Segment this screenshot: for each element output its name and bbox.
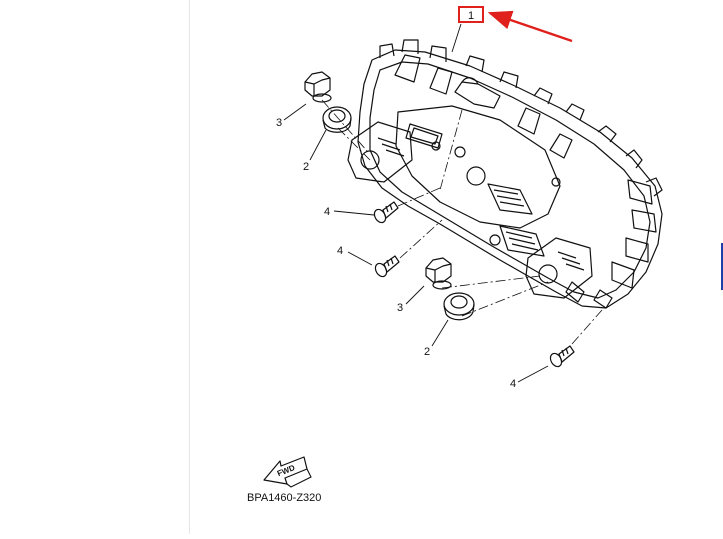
- callout-part-3-upper: 3: [276, 117, 282, 129]
- left-blank-pane: [0, 0, 189, 534]
- drawing-code: BPA1460-Z320: [247, 492, 321, 504]
- upper-grommet: [322, 106, 352, 133]
- callout-part-2-upper: 2: [303, 161, 309, 173]
- callout-part-3-lower: 3: [397, 302, 403, 314]
- upper-screw: [373, 201, 399, 224]
- lower-flange-bolt: [425, 257, 452, 290]
- callout-labels: 1 3 2 4 4 3 2 4: [276, 6, 516, 390]
- callout-part-4-middle: 4: [337, 245, 343, 257]
- leader-lines: [283, 23, 549, 383]
- fwd-arrow-icon: FWD: [263, 456, 312, 488]
- callout-part-4-lower: 4: [510, 378, 516, 390]
- lower-screw: [549, 345, 575, 368]
- middle-screw: [374, 255, 400, 278]
- callout-part-4-upper: 4: [324, 206, 330, 218]
- scroll-indicator[interactable]: [721, 243, 723, 290]
- meter-assembly: [347, 39, 663, 309]
- lower-grommet: [443, 292, 475, 321]
- callout-part-1: 1: [468, 10, 474, 22]
- callout-part-2-lower: 2: [424, 346, 430, 358]
- pane-divider: [189, 0, 190, 534]
- red-pointer-arrow: [487, 10, 573, 43]
- upper-flange-bolt: [304, 71, 332, 103]
- part-1-highlight-box: [458, 6, 484, 23]
- center-lines: [321, 99, 603, 345]
- parts-diagram-pane: 1 3 2 4 4 3 2 4 FWD BPA1460-Z320: [190, 0, 723, 534]
- fasteners: [304, 71, 575, 368]
- exploded-parts-diagram: 1 3 2 4 4 3 2 4 FWD BPA1460-Z320: [247, 6, 663, 504]
